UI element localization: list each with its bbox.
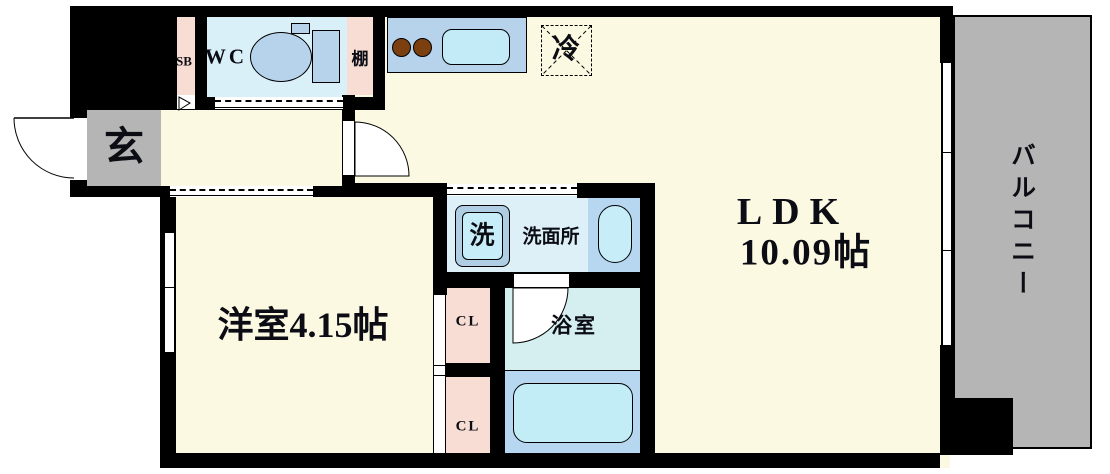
wall (70, 108, 87, 118)
wc-label: WC (204, 44, 248, 69)
closet-lower-label: CL (455, 418, 481, 435)
window (163, 233, 176, 352)
sliding-door-line (170, 195, 313, 196)
room-entrance (87, 108, 161, 186)
toilet-button-icon (291, 23, 310, 34)
vanity-sink-icon (598, 205, 632, 263)
refrigerator-space (541, 25, 592, 76)
sliding-door-dash (447, 187, 577, 189)
bathroom-label: 浴室 (551, 313, 597, 338)
wall (577, 183, 653, 198)
kitchen-sink-icon (442, 29, 510, 65)
toilet-tank-icon (312, 30, 340, 83)
sliding-door (447, 184, 577, 196)
closet-upper-label: CL (455, 313, 481, 330)
shoe-box-area (173, 17, 195, 95)
sliding-door (170, 186, 313, 197)
wall (640, 183, 655, 468)
window-tick (434, 365, 445, 366)
outside-area (70, 197, 160, 474)
sliding-door-dash (215, 100, 343, 102)
wall (160, 453, 940, 468)
wall (490, 288, 505, 453)
closet-lower-area (446, 377, 490, 453)
ldk-size-label: 10.09帖 (739, 232, 873, 274)
sliding-door-line (215, 107, 343, 108)
stove-burner-icon (413, 38, 432, 57)
refrigerator-label: 冷 (551, 34, 581, 65)
wall (940, 398, 1013, 455)
wall (70, 6, 177, 108)
sliding-door (215, 97, 343, 109)
bathroom-door-leaf (513, 273, 570, 288)
western-room-label: 洋室4.15帖 (217, 305, 389, 345)
shelf-label: 棚 (351, 49, 369, 69)
window-tick (943, 250, 951, 251)
window-tick (434, 375, 445, 376)
wall (940, 345, 953, 408)
wall (342, 95, 355, 120)
wall (940, 6, 953, 63)
wall (343, 183, 447, 197)
window (941, 63, 953, 345)
window-tick (165, 287, 174, 288)
stove-burner-icon (392, 38, 411, 57)
wall (446, 363, 490, 377)
entrance-door-icon (13, 117, 75, 179)
wc-door-gap (177, 95, 195, 109)
washroom-label: 洗面所 (522, 226, 580, 248)
washer-label: 洗 (469, 222, 495, 250)
bathtub-icon (513, 383, 633, 443)
wall (70, 6, 950, 17)
wall (433, 195, 447, 295)
washing-machine-inner (462, 212, 503, 260)
sliding-door-dash (170, 189, 313, 191)
balcony-label: バルコニー (1007, 142, 1035, 302)
shoe-box-label: SB (176, 53, 192, 69)
balcony-area (953, 15, 1092, 449)
closet-sliding-door (433, 295, 446, 453)
ldk-label: LDK (736, 191, 850, 233)
closet-upper-area (446, 287, 490, 363)
window-tick (943, 152, 951, 153)
wall (195, 17, 207, 97)
sliding-door-line (447, 194, 577, 195)
toilet-bowl-icon (250, 32, 312, 82)
shelf-area (347, 17, 373, 95)
wall (373, 6, 385, 110)
ldk-door-leaf (342, 120, 355, 176)
entrance-door-opening (70, 118, 87, 180)
entrance-label: 玄 (104, 124, 144, 169)
